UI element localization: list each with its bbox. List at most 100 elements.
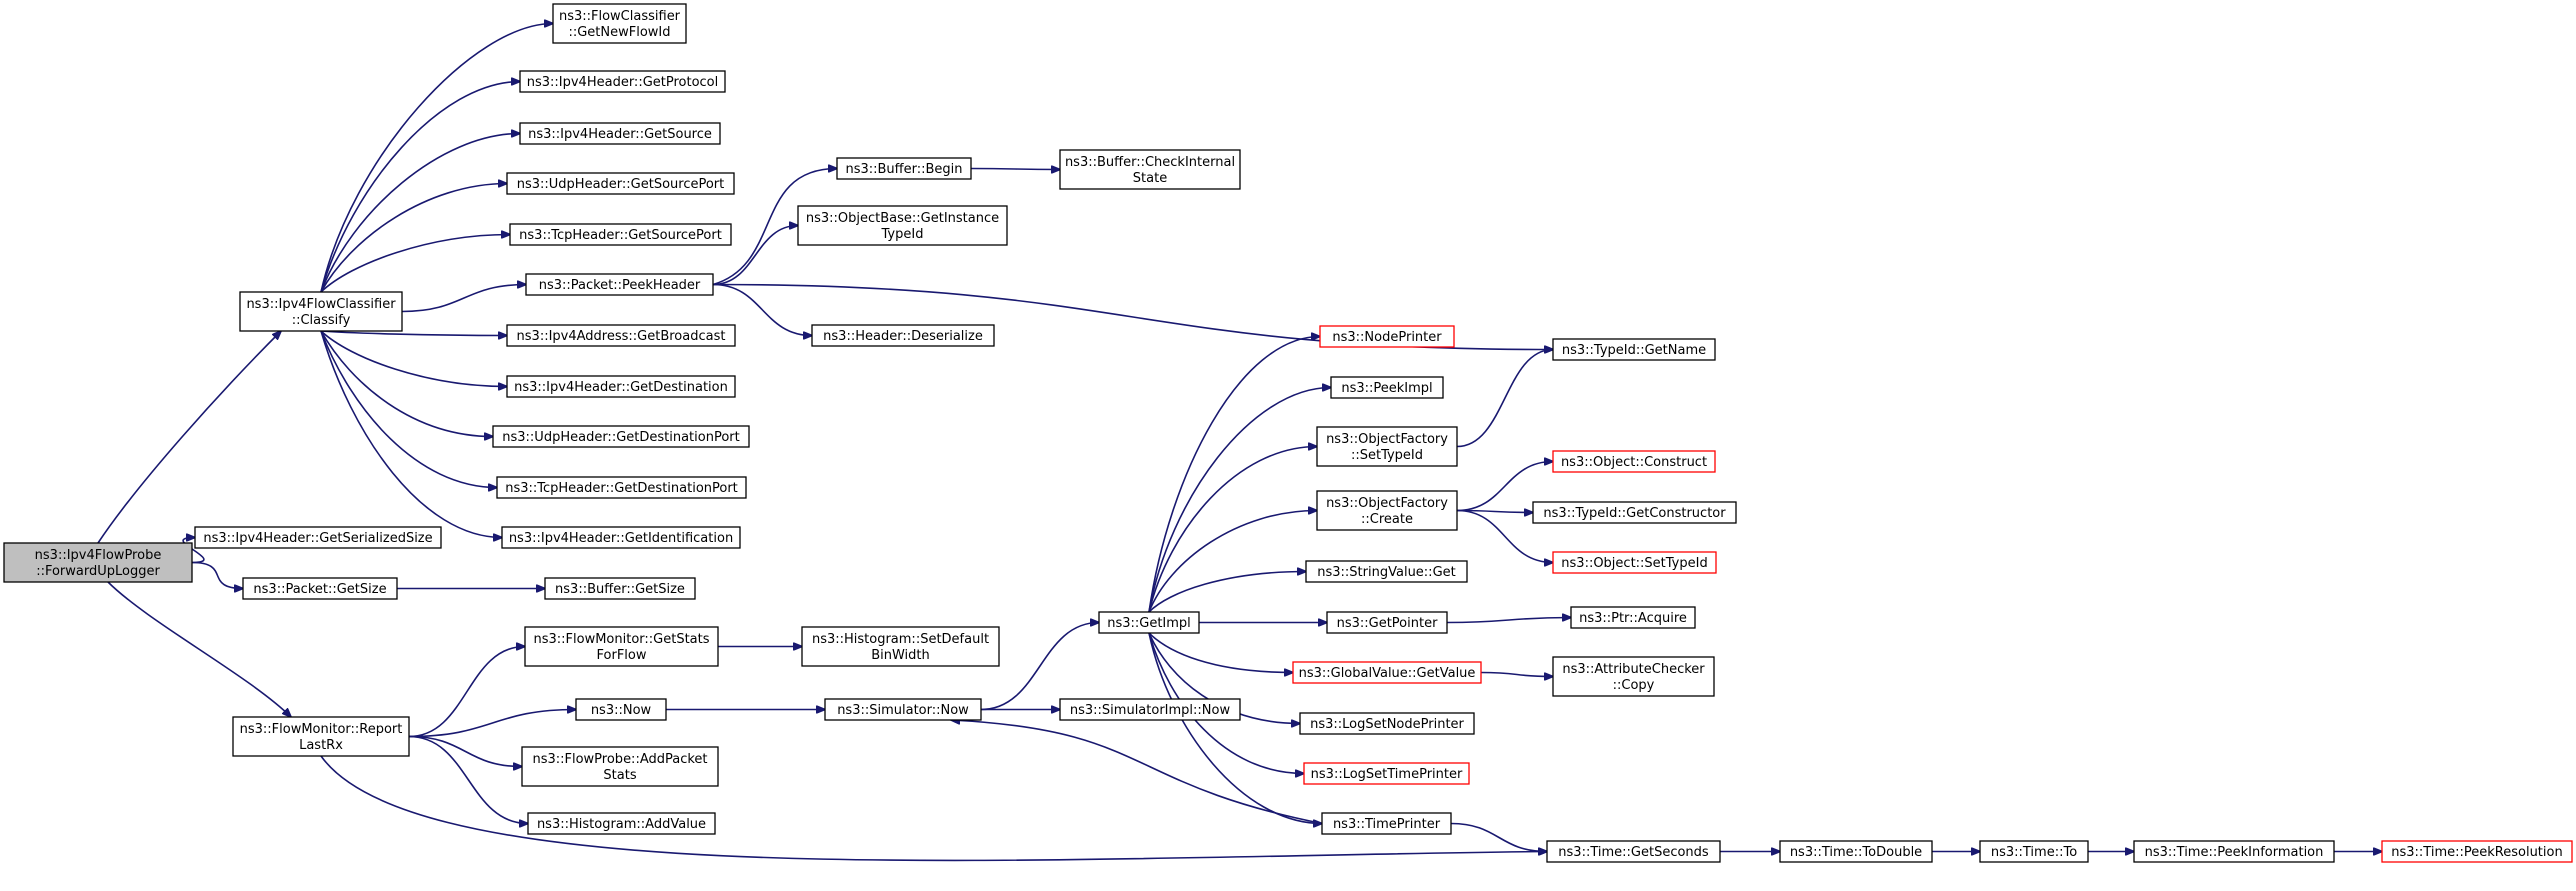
node-simulatornow[interactable]: ns3::Simulator::Now	[824, 698, 982, 721]
node-logsetnodeprinter[interactable]: ns3::LogSetNodePrinter	[1299, 712, 1475, 735]
edge-classify-to-getdestination	[320, 330, 507, 387]
node-getimpl[interactable]: ns3::GetImpl	[1098, 611, 1200, 634]
node-getdestination[interactable]: ns3::Ipv4Header::GetDestination	[506, 375, 736, 398]
node-peekresolution[interactable]: ns3::Time::PeekResolution	[2381, 840, 2573, 863]
node-logsettimeprinter[interactable]: ns3::LogSetTimePrinter	[1303, 762, 1470, 785]
node-label: ns3::Buffer::CheckInternal	[1065, 155, 1235, 170]
node-label: ForFlow	[597, 648, 647, 663]
node-simulatorimplnow[interactable]: ns3::SimulatorImpl::Now	[1059, 698, 1241, 721]
node-getconstructor[interactable]: ns3::TypeId::GetConstructor	[1532, 501, 1737, 524]
node-box	[544, 577, 696, 600]
node-timegetseconds[interactable]: ns3::Time::GetSeconds	[1546, 840, 1721, 863]
node-label: ns3::FlowMonitor::Report	[240, 722, 403, 737]
node-timeprinter[interactable]: ns3::TimePrinter	[1321, 812, 1452, 835]
edge-classify-to-getsource	[320, 134, 520, 293]
node-label: LastRx	[299, 738, 343, 753]
node-timeto[interactable]: ns3::Time::To	[1979, 840, 2089, 863]
node-label: BinWidth	[871, 648, 930, 663]
node-attributecheckercopy[interactable]: ns3::AttributeChecker::Copy	[1552, 656, 1715, 697]
node-box	[1059, 698, 1241, 721]
node-label: ns3::Time::PeekInformation	[2145, 845, 2324, 860]
node-ptracquire[interactable]: ns3::Ptr::Acquire	[1570, 606, 1696, 629]
edge-getimpl-to-globalvaluegetvalue	[1148, 632, 1293, 673]
edge-root-to-getserializedsize	[182, 538, 205, 564]
node-label: Stats	[603, 768, 636, 783]
node-factorycreate[interactable]: ns3::ObjectFactory::Create	[1316, 490, 1458, 531]
node-label: ::Create	[1361, 512, 1413, 527]
node-typeidgetname[interactable]: ns3::TypeId::GetName	[1552, 338, 1716, 361]
node-label: ns3::Object::SetTypeId	[1561, 556, 1707, 571]
node-peekinformation[interactable]: ns3::Time::PeekInformation	[2133, 840, 2335, 863]
node-getbroadcast[interactable]: ns3::Ipv4Address::GetBroadcast	[506, 324, 736, 347]
edge-factorycreate-to-getconstructor	[1456, 511, 1533, 513]
node-peekimpl[interactable]: ns3::PeekImpl	[1330, 376, 1444, 399]
node-label: ns3::Time::PeekResolution	[2391, 845, 2562, 860]
node-box	[836, 157, 972, 180]
node-tcpgetsourceport[interactable]: ns3::TcpHeader::GetSourcePort	[509, 223, 732, 246]
node-peekheader[interactable]: ns3::Packet::PeekHeader	[525, 273, 714, 296]
node-objectsettypeid[interactable]: ns3::Object::SetTypeId	[1552, 551, 1717, 574]
edge-reportlastrx-to-now	[408, 710, 576, 738]
edge-reportlastrx-to-histogramaddvalue	[408, 735, 528, 824]
node-box	[1330, 376, 1444, 399]
edge-timeprinter-to-timegetseconds	[1450, 822, 1547, 852]
node-box	[1292, 661, 1482, 684]
node-buffergetsize[interactable]: ns3::Buffer::GetSize	[544, 577, 696, 600]
node-getidentification[interactable]: ns3::Ipv4Header::GetIdentification	[501, 526, 741, 549]
edge-simulatornow-to-getimpl	[980, 623, 1099, 711]
node-globalvaluegetvalue[interactable]: ns3::GlobalValue::GetValue	[1292, 661, 1482, 684]
node-box	[524, 626, 719, 667]
node-classify[interactable]: ns3::Ipv4FlowClassifier::Classify	[239, 291, 403, 332]
node-getserializedsize[interactable]: ns3::Ipv4Header::GetSerializedSize	[194, 526, 442, 549]
node-label: ns3::Histogram::AddValue	[537, 817, 706, 832]
node-box	[1316, 426, 1458, 467]
node-label: ns3::Ipv4Address::GetBroadcast	[517, 329, 726, 344]
node-box	[506, 375, 736, 398]
node-objectconstruct[interactable]: ns3::Object::Construct	[1552, 450, 1716, 473]
node-box	[509, 223, 732, 246]
node-now[interactable]: ns3::Now	[575, 698, 667, 721]
node-label: ns3::Simulator::Now	[837, 703, 969, 718]
node-label: ns3::FlowClassifier	[559, 9, 681, 24]
node-factorysettypeid[interactable]: ns3::ObjectFactory::SetTypeId	[1316, 426, 1458, 467]
node-getnewflowid[interactable]: ns3::FlowClassifier::GetNewFlowId	[552, 3, 687, 44]
node-label: State	[1133, 171, 1167, 186]
node-getpointer[interactable]: ns3::GetPointer	[1326, 611, 1448, 634]
node-stringvalueget[interactable]: ns3::StringValue::Get	[1305, 560, 1468, 583]
edge-getimpl-to-nodeprinter	[1148, 337, 1320, 613]
node-label: ns3::Ipv4Header::GetSerializedSize	[203, 531, 432, 546]
node-box	[1059, 149, 1241, 190]
node-root[interactable]: ns3::Ipv4FlowProbe::ForwardUpLogger	[3, 542, 193, 583]
node-box	[506, 324, 736, 347]
node-udpgetsourceport[interactable]: ns3::UdpHeader::GetSourcePort	[506, 172, 735, 195]
node-getprotocol[interactable]: ns3::Ipv4Header::GetProtocol	[519, 70, 726, 93]
node-label: ns3::Header::Deserialize	[823, 329, 983, 344]
node-histogramaddvalue[interactable]: ns3::Histogram::AddValue	[527, 812, 716, 835]
node-packetgetsize[interactable]: ns3::Packet::GetSize	[242, 577, 398, 600]
edge-getimpl-to-peekimpl	[1148, 388, 1331, 613]
node-label: ns3::Time::ToDouble	[1790, 845, 1922, 860]
node-getsource[interactable]: ns3::Ipv4Header::GetSource	[519, 122, 721, 145]
node-box	[1979, 840, 2089, 863]
node-label: ns3::PeekImpl	[1341, 381, 1432, 396]
node-timetodouble[interactable]: ns3::Time::ToDouble	[1779, 840, 1933, 863]
node-label: ns3::TypeId::GetConstructor	[1543, 506, 1726, 521]
edge-reportlastrx-to-getstatsforflow	[408, 647, 525, 738]
edge-classify-to-udpgetdestinationport	[320, 330, 493, 437]
edge-classify-to-getnewflowid	[320, 24, 553, 293]
node-nodeprinter[interactable]: ns3::NodePrinter	[1319, 325, 1455, 348]
node-udpgetdestinationport[interactable]: ns3::UdpHeader::GetDestinationPort	[492, 425, 750, 448]
node-headerdeserialize[interactable]: ns3::Header::Deserialize	[811, 324, 995, 347]
node-tcpgetdestinationport[interactable]: ns3::TcpHeader::GetDestinationPort	[496, 476, 747, 499]
node-bufferbegin[interactable]: ns3::Buffer::Begin	[836, 157, 972, 180]
edge-getimpl-to-logsettimeprinter	[1148, 632, 1304, 774]
node-box	[519, 122, 721, 145]
node-box	[239, 291, 403, 332]
edge-classify-to-tcpgetdestinationport	[320, 330, 497, 488]
